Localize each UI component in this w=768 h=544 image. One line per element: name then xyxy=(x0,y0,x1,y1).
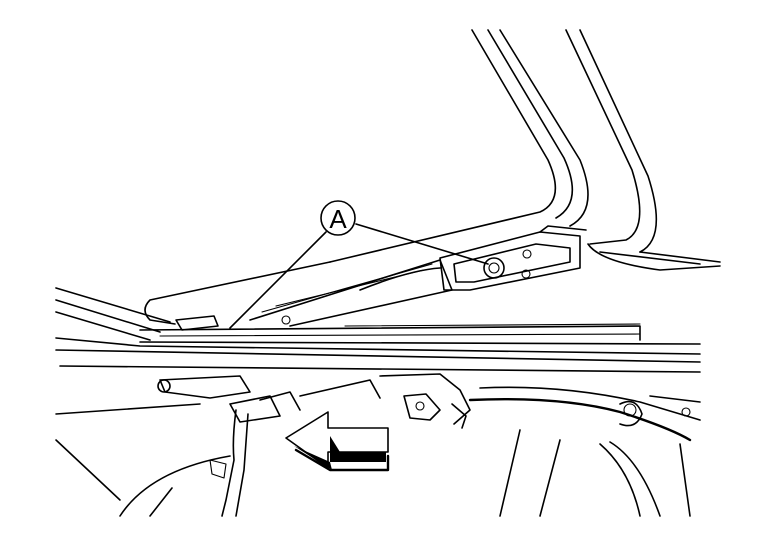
leader-line-left xyxy=(229,231,327,329)
callout-circle xyxy=(320,200,356,236)
leader-line-right xyxy=(355,223,489,265)
roof-panel xyxy=(55,261,331,341)
callout-label: A xyxy=(329,204,347,234)
right-trim xyxy=(468,386,701,517)
callout-a: A xyxy=(229,200,489,329)
window-frame xyxy=(329,29,721,271)
wiper-linkage xyxy=(175,259,453,331)
hinge-bracket xyxy=(439,225,587,291)
direction-arrow xyxy=(285,411,390,472)
main-beam xyxy=(55,323,701,373)
lower-structure xyxy=(55,373,471,517)
